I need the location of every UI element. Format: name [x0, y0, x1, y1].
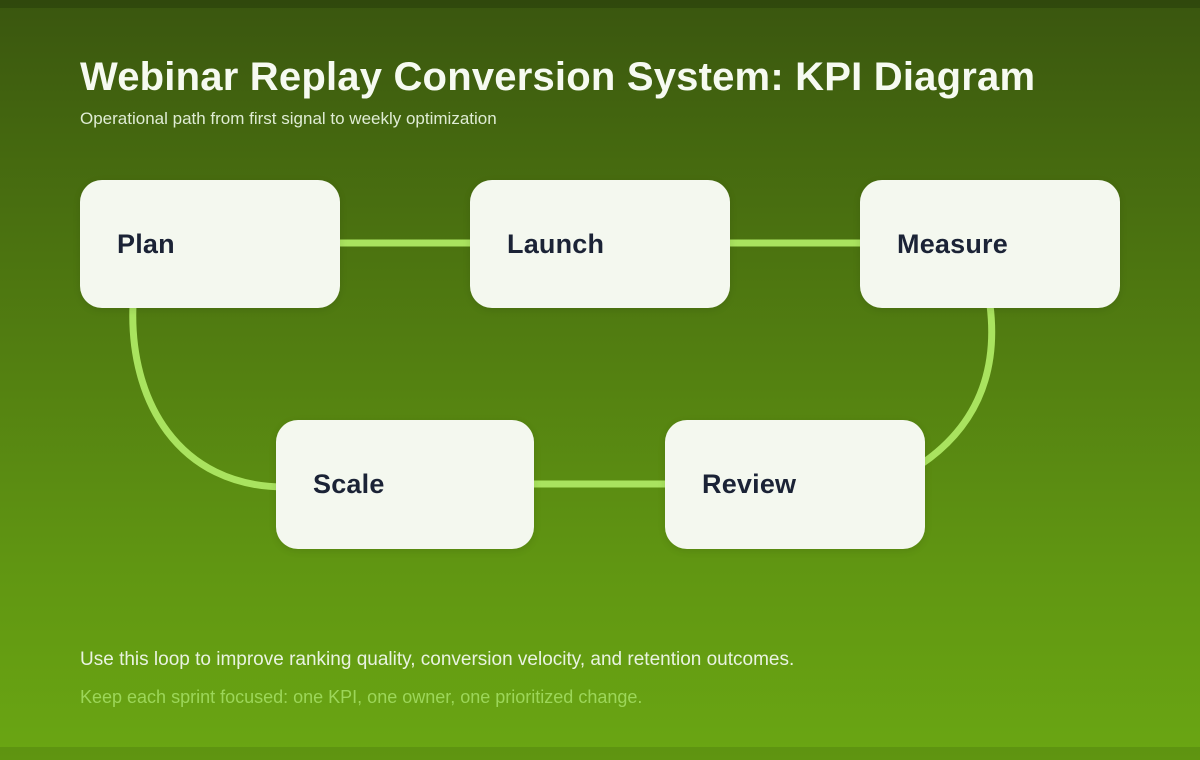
- node-scale-label: Scale: [313, 469, 385, 499]
- connector-scale-to-plan-curve: [129, 301, 289, 491]
- node-plan: Plan: [80, 180, 340, 308]
- node-review-label: Review: [702, 469, 797, 499]
- connector-measure-to-review-curve: [916, 301, 996, 469]
- node-measure: Measure: [860, 180, 1120, 308]
- footer-primary-text: Use this loop to improve ranking quality…: [80, 649, 795, 670]
- node-plan-label: Plan: [117, 228, 175, 259]
- page-title: Webinar Replay Conversion System: KPI Di…: [80, 55, 1036, 99]
- node-launch: Launch: [470, 180, 730, 308]
- node-launch-label: Launch: [507, 228, 605, 259]
- page-subtitle: Operational path from first signal to we…: [80, 109, 497, 128]
- node-scale: Scale: [276, 420, 534, 549]
- node-measure-label: Measure: [897, 228, 1008, 259]
- node-review: Review: [665, 420, 925, 549]
- footer-accent-text: Keep each sprint focused: one KPI, one o…: [80, 687, 643, 707]
